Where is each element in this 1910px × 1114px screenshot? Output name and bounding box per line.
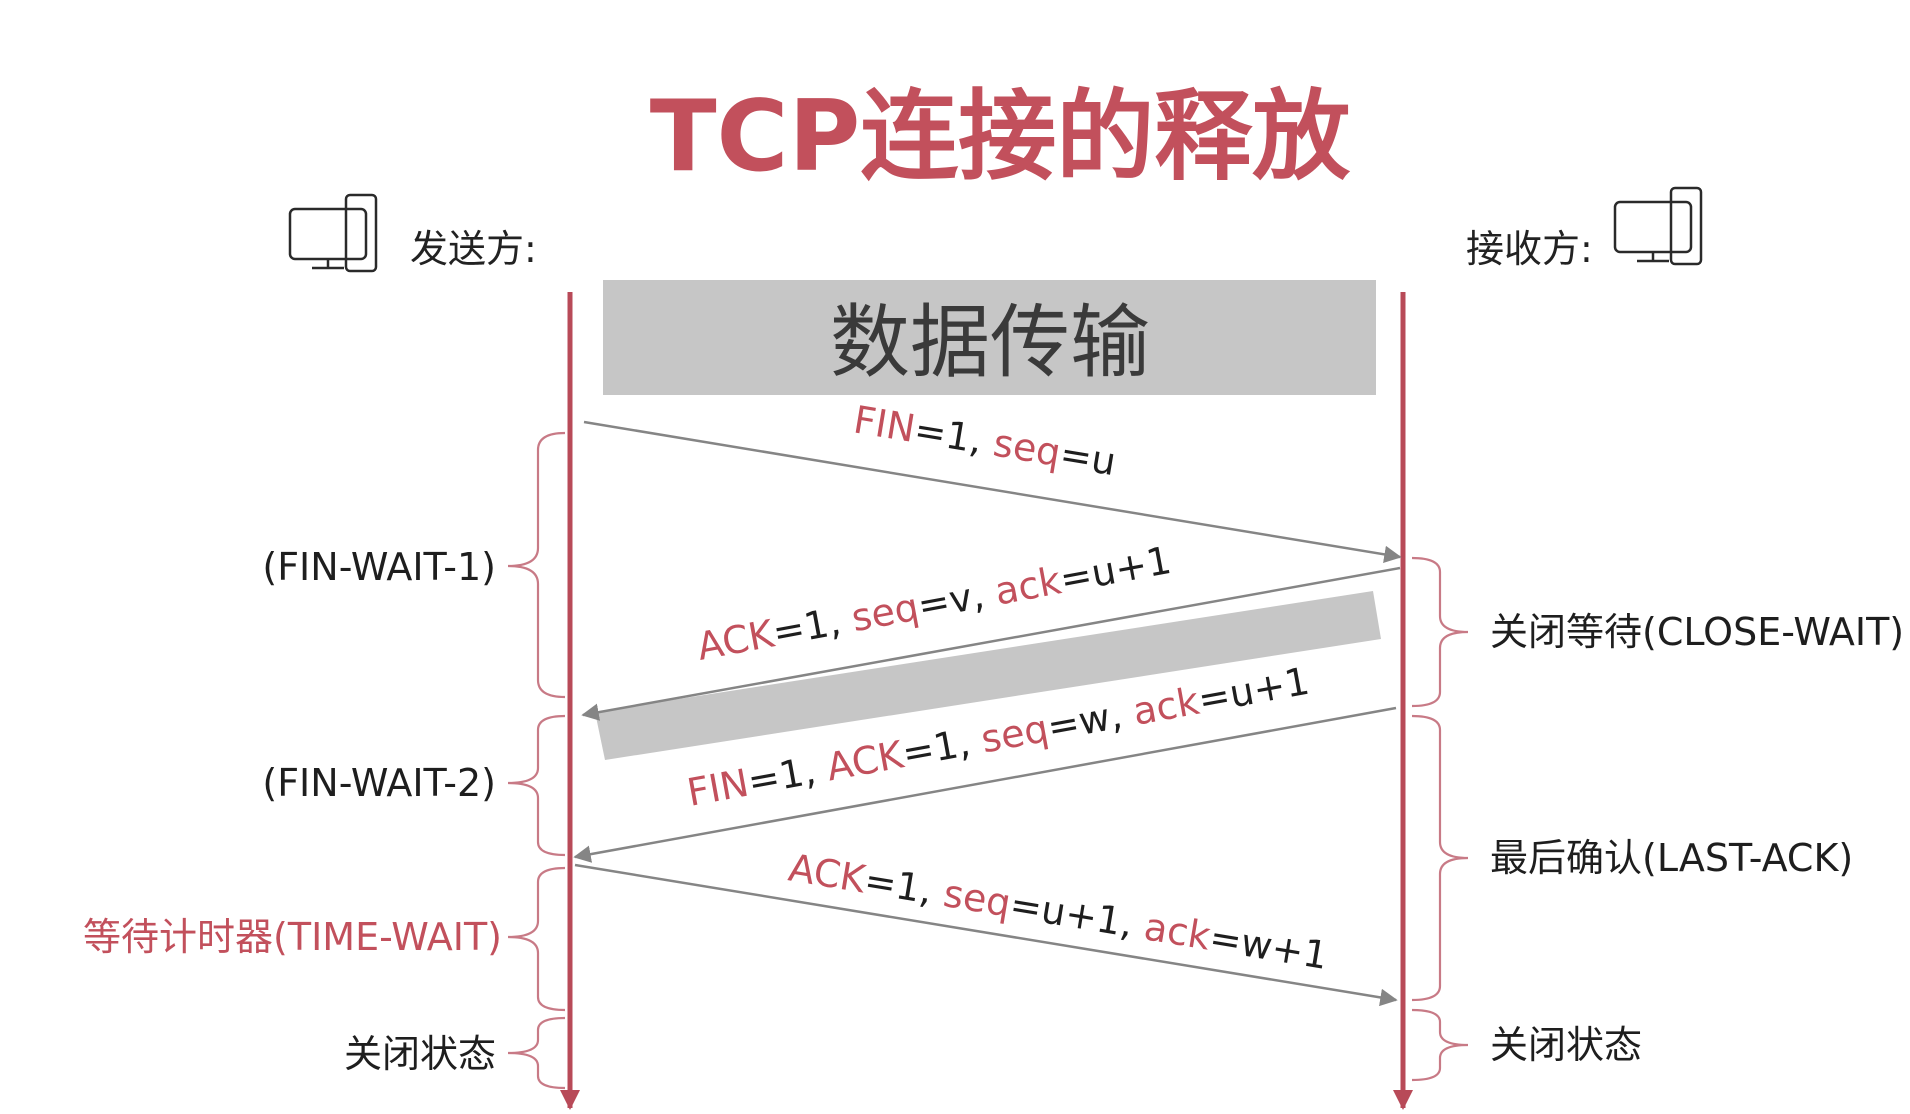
message-field-name: ack — [1129, 679, 1202, 734]
arrow-fin-ack — [573, 706, 1397, 863]
data-in-flight-box-1 — [595, 591, 1381, 760]
message-field-value: =w, — [1044, 691, 1138, 750]
message-field-value: =1, — [744, 746, 831, 804]
receiver-label: 接收方: — [1466, 227, 1593, 271]
page-title: TCP连接的释放 — [650, 80, 1351, 194]
sender-brace-closed — [507, 1016, 566, 1090]
message-field-value: =u+1, — [1007, 882, 1148, 948]
message-field-name: ACK — [694, 611, 779, 668]
message-field-name: ACK — [786, 845, 870, 901]
message-label-1: FIN=1, seq=u — [851, 397, 1120, 484]
message-field-value: =u — [1057, 432, 1119, 485]
message-field-name: seq — [990, 421, 1064, 475]
sender-state-label: 关闭状态 — [344, 1032, 496, 1076]
receiver-brace-closed — [1411, 1008, 1469, 1082]
message-label-4: ACK=1, seq=u+1, ack=w+1 — [786, 845, 1331, 978]
message-field-name: FIN — [851, 397, 919, 450]
receiver-state-label: 最后确认(LAST-ACK) — [1490, 836, 1853, 880]
message-field-name: ACK — [823, 732, 907, 789]
sender-state-label: (FIN-WAIT-1) — [262, 545, 496, 589]
sender-brace-fin-wait-2 — [507, 714, 566, 857]
message-field-value: =1, — [769, 597, 856, 655]
data-transfer-label: 数据传输 — [830, 296, 1150, 389]
sender-state-label: 等待计时器(TIME-WAIT) — [83, 915, 502, 959]
message-field-value: =u+1 — [1195, 659, 1313, 722]
sender-computer-icon — [288, 193, 378, 273]
sender-label: 发送方: — [410, 227, 537, 271]
sender-state-label: (FIN-WAIT-2) — [262, 761, 496, 805]
message-field-name: FIN — [684, 761, 752, 815]
message-field-value: =1, — [899, 718, 986, 776]
message-field-name: ack — [1141, 904, 1213, 958]
message-field-value: =u+1 — [1056, 538, 1174, 602]
message-field-name: seq — [848, 585, 922, 641]
arrow-ack-final — [574, 863, 1398, 1007]
message-field-name: seq — [978, 706, 1052, 761]
sender-brace-fin-wait-1 — [507, 431, 566, 699]
arrow-fin-1 — [583, 420, 1402, 564]
data-transfer-box — [603, 280, 1376, 395]
arrow-ack-1 — [581, 566, 1401, 721]
receiver-state-label: 关闭状态 — [1490, 1023, 1642, 1067]
sender-brace-time-wait — [507, 866, 566, 1012]
message-label-2: ACK=1, seq=v, ack=u+1 — [694, 538, 1175, 669]
receiver-computer-icon — [1613, 186, 1703, 266]
message-field-value: =w+1 — [1206, 915, 1331, 978]
message-field-value: =1, — [861, 858, 947, 915]
receiver-state-label: 关闭等待(CLOSE-WAIT) — [1490, 610, 1904, 654]
message-field-value: =v, — [914, 570, 999, 628]
receiver-brace-close-wait — [1411, 556, 1469, 708]
receiver-brace-last-ack — [1411, 714, 1469, 1002]
message-field-name: seq — [940, 871, 1014, 925]
message-field-name: ack — [991, 558, 1064, 613]
message-field-value: =1, — [911, 408, 997, 465]
